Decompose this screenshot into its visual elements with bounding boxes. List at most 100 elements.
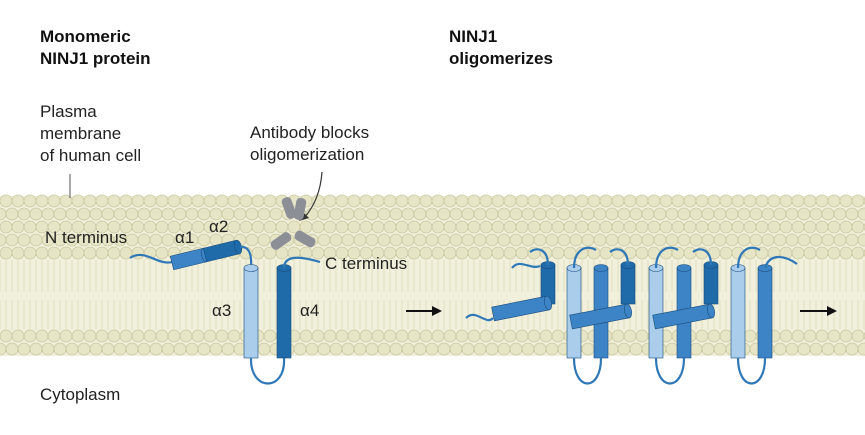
lipid-head <box>539 329 553 343</box>
lipid-head <box>515 194 529 208</box>
lipid-head <box>665 207 679 221</box>
lipid-head <box>17 233 31 247</box>
lipid-head <box>563 194 577 208</box>
lipid-head <box>473 233 487 247</box>
lipid-head <box>329 207 343 221</box>
lipid-head <box>23 220 37 234</box>
helix-body <box>703 264 719 305</box>
lipid-head <box>785 233 799 247</box>
lipid-head <box>251 246 265 260</box>
lipid-head <box>251 220 265 234</box>
lipid-head <box>719 246 733 260</box>
lipid-head <box>155 220 169 234</box>
lipid-head <box>455 220 469 234</box>
lipid-head <box>479 194 493 208</box>
lipid-head <box>587 220 601 234</box>
lipid-head <box>677 233 691 247</box>
lipid-head <box>719 194 733 208</box>
lipid-head <box>449 342 463 356</box>
lipid-head <box>0 194 13 208</box>
lipid-head <box>299 220 313 234</box>
lipid-head <box>473 207 487 221</box>
lipid-head <box>239 194 253 208</box>
ninj1-subunit <box>569 246 692 385</box>
lipid-head <box>47 194 61 208</box>
lipid-head <box>47 329 61 343</box>
lipid-head <box>413 342 427 356</box>
lipid-head <box>425 233 439 247</box>
lipid-head <box>773 233 787 247</box>
lipid-head <box>203 329 217 343</box>
lipid-head <box>851 194 865 208</box>
lipid-head <box>461 233 475 247</box>
lipid-head <box>257 342 271 356</box>
lipid-head <box>743 329 757 343</box>
lipid-head <box>455 246 469 260</box>
lipid-head <box>707 220 721 234</box>
lipid-head <box>611 194 625 208</box>
lipid-head <box>155 329 169 343</box>
lipid-head <box>809 233 823 247</box>
lipid-head <box>401 342 415 356</box>
lipid-head <box>485 207 499 221</box>
lipid-head <box>617 342 631 356</box>
lipid-head <box>179 329 193 343</box>
helix-body <box>730 267 746 359</box>
lipid-head <box>593 207 607 221</box>
lipid-head <box>377 233 391 247</box>
lipid-head <box>707 194 721 208</box>
lipid-head <box>311 220 325 234</box>
lipid-head <box>635 220 649 234</box>
oligomerized-ninj1 <box>465 246 798 385</box>
loop-cap <box>609 248 630 266</box>
lipid-head <box>257 207 271 221</box>
lipid-head <box>11 220 25 234</box>
lipid-head <box>689 207 703 221</box>
lipid-head <box>359 220 373 234</box>
lipid-head <box>647 194 661 208</box>
lipid-head <box>215 329 229 343</box>
lipid-head <box>443 194 457 208</box>
lipid-head <box>143 329 157 343</box>
lipid-head <box>785 207 799 221</box>
lipid-head <box>329 233 343 247</box>
lipid-head <box>83 194 97 208</box>
lipid-head <box>851 246 865 260</box>
lipid-head <box>833 233 847 247</box>
lipid-head <box>329 342 343 356</box>
lipid-head <box>815 329 829 343</box>
helix-alpha2 <box>202 239 243 263</box>
lipid-head <box>791 329 805 343</box>
loop-a3-a4 <box>736 357 767 385</box>
lipid-head <box>263 220 277 234</box>
lipid-head <box>605 207 619 221</box>
lipid-head <box>509 342 523 356</box>
lipid-head <box>395 220 409 234</box>
lipid-head <box>839 220 853 234</box>
lipid-head <box>407 329 421 343</box>
lipid-head <box>419 329 433 343</box>
lipid-head <box>149 342 163 356</box>
helix-body <box>276 267 292 359</box>
lipid-head <box>227 329 241 343</box>
lipid-head <box>383 329 397 343</box>
lipid-head <box>323 220 337 234</box>
lipid-head <box>485 342 499 356</box>
lipid-head <box>113 342 127 356</box>
helix-body <box>648 267 664 359</box>
lipid-head <box>131 220 145 234</box>
lipid-head <box>509 233 523 247</box>
lipid-head <box>761 233 775 247</box>
antibody-domain <box>270 232 292 250</box>
lipid-head <box>797 207 811 221</box>
lipid-head <box>263 329 277 343</box>
lipid-head <box>527 194 541 208</box>
lipid-head <box>719 329 733 343</box>
lipid-head <box>77 207 91 221</box>
lipid-head <box>713 207 727 221</box>
lipid-head <box>815 246 829 260</box>
lipid-head <box>461 342 475 356</box>
lipid-head <box>659 220 673 234</box>
lipid-head <box>23 246 37 260</box>
